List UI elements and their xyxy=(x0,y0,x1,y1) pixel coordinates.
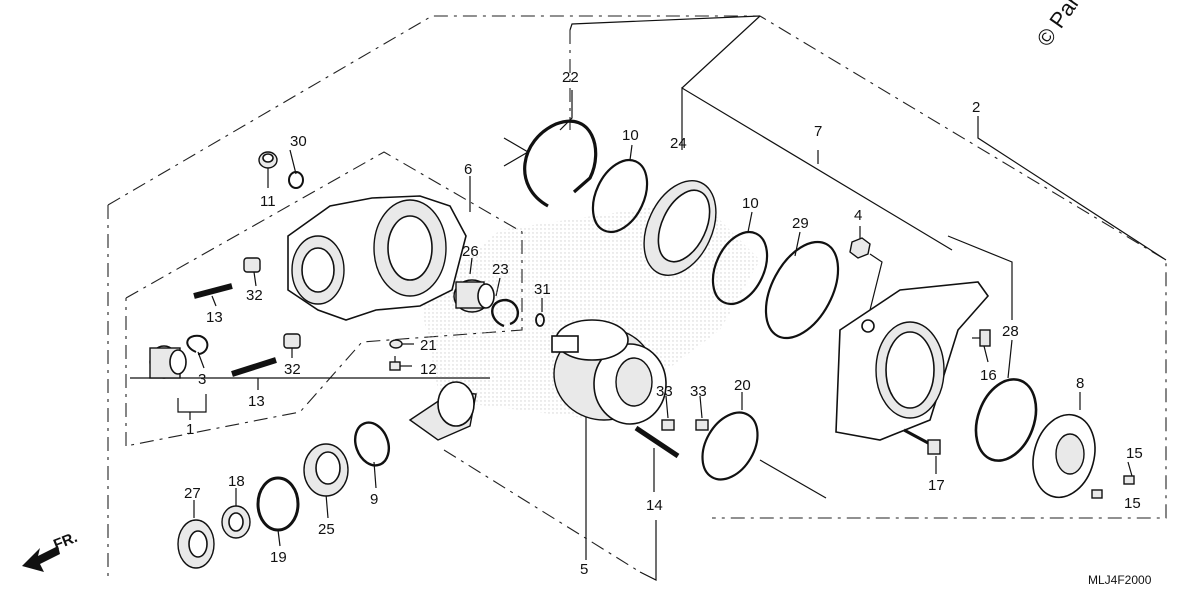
part-33-dowel xyxy=(661,419,675,431)
pinion-gear xyxy=(408,381,477,441)
part-32-dowel xyxy=(243,257,261,273)
part-28-o-ring xyxy=(974,378,1038,462)
callout-4: 4 xyxy=(854,207,862,224)
part-5-ring-gear xyxy=(551,319,667,425)
callout-5: 5 xyxy=(580,561,588,578)
callout-21: 21 xyxy=(420,337,437,354)
callout-9: 9 xyxy=(370,491,378,508)
arrow-left-icon xyxy=(22,546,60,572)
callout-2: 2 xyxy=(972,99,980,116)
part-18-nut xyxy=(221,505,251,539)
part-8-disc xyxy=(1032,413,1096,499)
callout-32-lower: 32 xyxy=(284,361,301,378)
part-16-bolt xyxy=(972,329,991,347)
part-15-bolt-2 xyxy=(1091,489,1103,499)
part-22-circlip xyxy=(523,119,598,208)
part-19-race xyxy=(256,476,300,532)
part-20-o-ring xyxy=(701,411,759,481)
part-33-dowel-2 xyxy=(695,419,709,431)
callout-19: 19 xyxy=(270,549,287,566)
callout-26: 26 xyxy=(462,243,479,260)
callout-22: 22 xyxy=(562,69,579,86)
callout-29: 29 xyxy=(792,215,809,232)
callout-6: 6 xyxy=(464,161,472,178)
part-10-o-ring-2 xyxy=(711,230,769,306)
callout-16: 16 xyxy=(980,367,997,384)
front-direction-arrow: FR. xyxy=(22,529,80,572)
callout-33-left: 33 xyxy=(656,383,673,400)
part-10-o-ring xyxy=(591,158,649,234)
part-13-stud-2 xyxy=(231,357,277,377)
callout-12: 12 xyxy=(420,361,437,378)
part-32-dowel-2 xyxy=(283,333,301,349)
callout-27: 27 xyxy=(184,485,201,502)
callout-7: 7 xyxy=(814,123,822,140)
part-30-o-ring xyxy=(288,171,304,189)
part-27-seal xyxy=(177,519,215,569)
callout-15-upper: 15 xyxy=(1126,445,1143,462)
callout-30: 30 xyxy=(290,133,307,150)
callout-23: 23 xyxy=(492,261,509,278)
part-21-washer xyxy=(389,339,403,349)
callout-20: 20 xyxy=(734,377,751,394)
part-7-cover xyxy=(835,281,990,441)
part-11-plug xyxy=(258,151,278,169)
part-29-o-ring xyxy=(764,240,840,340)
callout-3: 3 xyxy=(198,371,206,388)
part-3-ring xyxy=(186,334,209,355)
callout-18: 18 xyxy=(228,473,245,490)
part-24-bearing xyxy=(643,180,717,276)
callout-8: 8 xyxy=(1076,375,1084,392)
part-31-ring xyxy=(535,313,545,327)
part-6-housing xyxy=(287,195,467,321)
callout-25: 25 xyxy=(318,521,335,538)
part-13-stud xyxy=(193,283,233,299)
diagram-code: MLJ4F2000 xyxy=(1088,573,1152,587)
part-12-bolt xyxy=(389,356,401,371)
callout-33-right: 33 xyxy=(690,383,707,400)
part-15-bolt xyxy=(1123,475,1135,485)
copyright-mark: © Parts xyxy=(1032,0,1095,51)
part-17-bolt xyxy=(903,428,941,455)
part-23-snap-ring xyxy=(491,298,519,328)
callout-14: 14 xyxy=(646,497,663,514)
part-14-stud xyxy=(634,425,680,459)
callout-labels: 1 2 3 4 5 6 7 8 9 10 10 11 12 13 13 14 1… xyxy=(184,69,1143,578)
callout-24: 24 xyxy=(670,135,687,152)
callout-13-lower: 13 xyxy=(248,393,265,410)
callout-28: 28 xyxy=(1002,323,1019,340)
callout-11: 11 xyxy=(260,193,276,210)
part-26-needle-bearing xyxy=(453,279,495,313)
callout-10-lower: 10 xyxy=(742,195,759,212)
part-9-o-ring xyxy=(353,421,391,467)
callout-10-upper: 10 xyxy=(622,127,639,144)
callout-17: 17 xyxy=(928,477,945,494)
part-1-needle-bearing xyxy=(149,345,187,379)
part-25-bearing xyxy=(303,443,349,497)
front-label: FR. xyxy=(51,529,80,554)
callout-13-upper: 13 xyxy=(206,309,223,326)
callout-32-upper: 32 xyxy=(246,287,263,304)
part-4-nut xyxy=(849,237,871,259)
callout-1: 1 xyxy=(186,421,194,438)
callout-31: 31 xyxy=(534,281,551,298)
callout-15-lower: 15 xyxy=(1124,495,1141,512)
